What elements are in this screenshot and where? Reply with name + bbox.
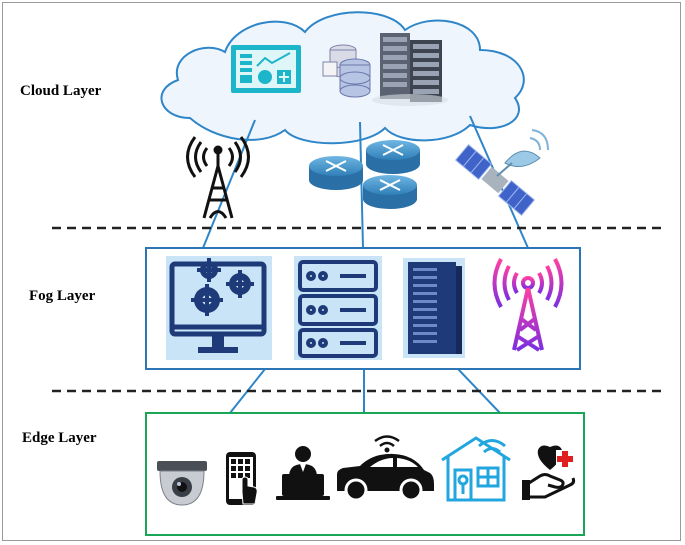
healthcare-icon bbox=[522, 445, 576, 500]
edge-layer-box bbox=[145, 412, 585, 536]
server-rack-icon bbox=[372, 33, 448, 106]
smartphone-icon bbox=[226, 452, 258, 505]
database-stack-icon bbox=[322, 44, 371, 98]
layer-separators bbox=[52, 226, 665, 393]
satellite-icon bbox=[454, 129, 549, 217]
fog-layer-label: Fog Layer bbox=[29, 288, 96, 304]
gear-monitor-icon bbox=[166, 256, 272, 360]
smart-home-icon bbox=[441, 436, 511, 502]
connected-car-icon bbox=[337, 435, 434, 502]
edge-layer-label: Edge Layer bbox=[22, 430, 97, 446]
cloud-layer-label: Cloud Layer bbox=[20, 83, 102, 99]
radio-tower-icon bbox=[186, 136, 250, 219]
routers-icon bbox=[309, 140, 420, 209]
signal-tower-icon bbox=[492, 258, 564, 353]
dome-camera-icon bbox=[157, 461, 207, 506]
storage-server-icon bbox=[294, 256, 382, 360]
user-laptop-icon bbox=[276, 446, 330, 500]
fog-layer-box bbox=[145, 247, 581, 370]
server-cabinet-icon bbox=[403, 258, 465, 358]
dashboard-monitor-icon bbox=[231, 45, 301, 93]
